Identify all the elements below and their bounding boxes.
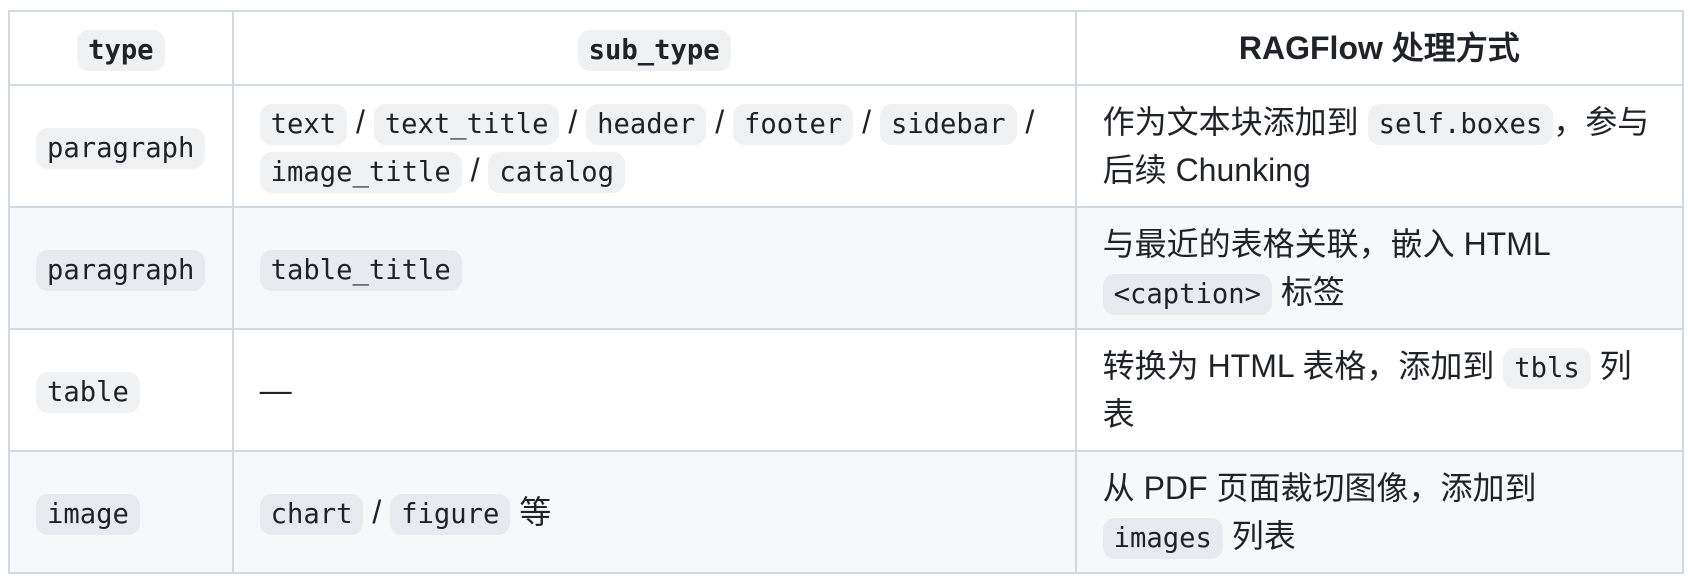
table-row-paragraph-text: paragraph text / text_title / header / f… bbox=[8, 84, 1685, 208]
cell-type: paragraph bbox=[8, 206, 234, 330]
inline-code-badge: type bbox=[77, 30, 165, 71]
inline-code-badge: header bbox=[586, 104, 707, 145]
cell-type: image bbox=[8, 450, 234, 574]
cell-sub-type: table_title bbox=[231, 206, 1077, 330]
cell-handling: 与最近的表格关联，嵌入 HTML <caption> 标签 bbox=[1074, 206, 1685, 330]
inline-code-badge: paragraph bbox=[36, 250, 206, 291]
cell-type: paragraph bbox=[8, 84, 234, 208]
inline-code-badge: images bbox=[1102, 518, 1223, 559]
table-row-paragraph-table-title: paragraph table_title 与最近的表格关联，嵌入 HTML <… bbox=[8, 206, 1685, 330]
cell-handling: 作为文本块添加到 self.boxes，参与后续 Chunking bbox=[1074, 84, 1685, 208]
inline-code-badge: tbls bbox=[1503, 348, 1591, 389]
inline-code-badge: self.boxes bbox=[1367, 104, 1554, 145]
inline-code-badge: <caption> bbox=[1102, 274, 1272, 315]
table-header-row: type sub_type RAGFlow 处理方式 bbox=[8, 10, 1685, 86]
inline-code-badge: footer bbox=[733, 104, 854, 145]
inline-code-badge: text_title bbox=[373, 104, 560, 145]
cell-type: table bbox=[8, 328, 234, 452]
cell-sub-type: chart / figure 等 bbox=[231, 450, 1077, 574]
column-header-ragflow-handling: RAGFlow 处理方式 bbox=[1074, 10, 1685, 86]
inline-code-badge: sidebar bbox=[879, 104, 1017, 145]
column-header-sub-type: sub_type bbox=[231, 10, 1077, 86]
inline-code-badge: paragraph bbox=[36, 128, 206, 169]
inline-code-badge: image bbox=[36, 494, 140, 535]
cell-handling: 转换为 HTML 表格，添加到 tbls 列表 bbox=[1074, 328, 1685, 452]
cell-sub-type: — bbox=[231, 328, 1077, 452]
table-row-table: table — 转换为 HTML 表格，添加到 tbls 列表 bbox=[8, 328, 1685, 452]
type-subtype-handling-table: type sub_type RAGFlow 处理方式 paragraph tex… bbox=[8, 10, 1685, 574]
inline-code-badge: chart bbox=[259, 494, 364, 535]
inline-code-badge: table bbox=[36, 372, 140, 413]
inline-code-badge: table_title bbox=[259, 250, 462, 291]
inline-code-badge: figure bbox=[390, 494, 511, 535]
inline-code-badge: sub_type bbox=[577, 30, 731, 71]
inline-code-badge: catalog bbox=[488, 152, 625, 193]
inline-code-badge: text bbox=[259, 104, 348, 145]
inline-code-badge: image_title bbox=[259, 152, 462, 193]
column-header-type: type bbox=[8, 10, 234, 86]
cell-handling: 从 PDF 页面裁切图像，添加到 images 列表 bbox=[1074, 450, 1685, 574]
table-row-image: image chart / figure 等 从 PDF 页面裁切图像，添加到 … bbox=[8, 450, 1685, 574]
cell-sub-type: text / text_title / header / footer / si… bbox=[231, 84, 1077, 208]
